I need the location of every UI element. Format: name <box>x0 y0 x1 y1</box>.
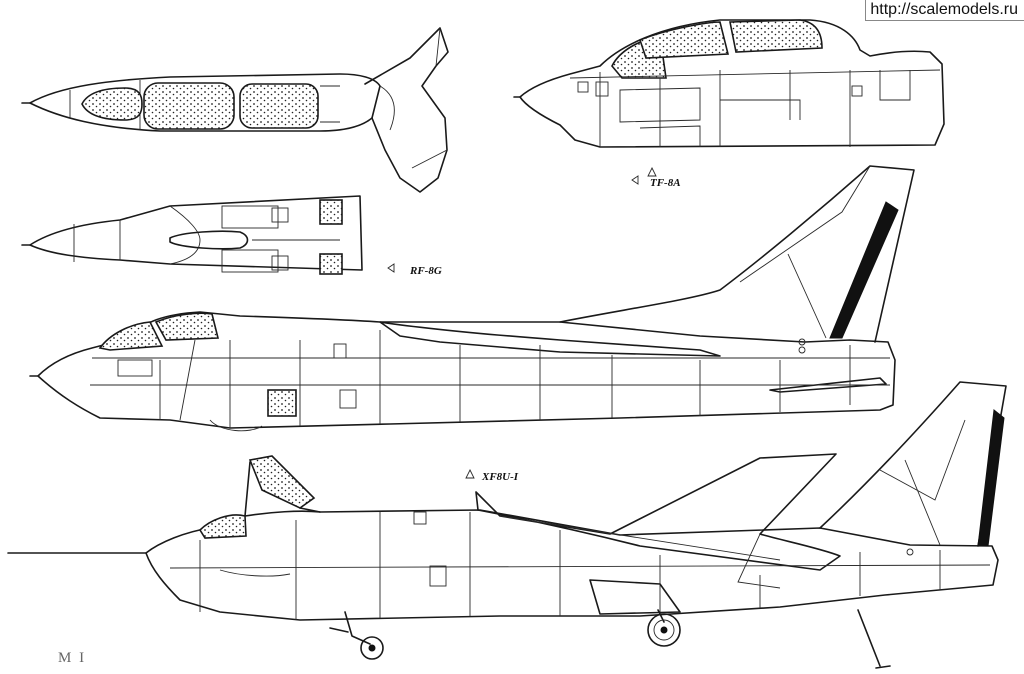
rf8g-label: RF-8G <box>409 265 442 277</box>
artist-signature: M I <box>58 650 87 666</box>
xf8u-view-marker-icon <box>465 468 475 479</box>
tf8a-label: TF-8A <box>650 177 681 189</box>
source-watermark: http://scalemodels.ru <box>865 0 1024 21</box>
top-view-canopy <box>21 27 449 193</box>
xf8u-label: XF8U-I <box>481 471 519 483</box>
tf8a-arrow-icon <box>631 175 639 185</box>
rf8g-arrow-icon <box>387 263 395 273</box>
tf8a-view-marker-icon <box>647 166 657 177</box>
xf8u-side-view <box>7 381 1007 669</box>
rf8g-top-view <box>21 195 363 275</box>
main-side-view <box>29 165 915 432</box>
tf8a-side-view <box>513 19 945 148</box>
